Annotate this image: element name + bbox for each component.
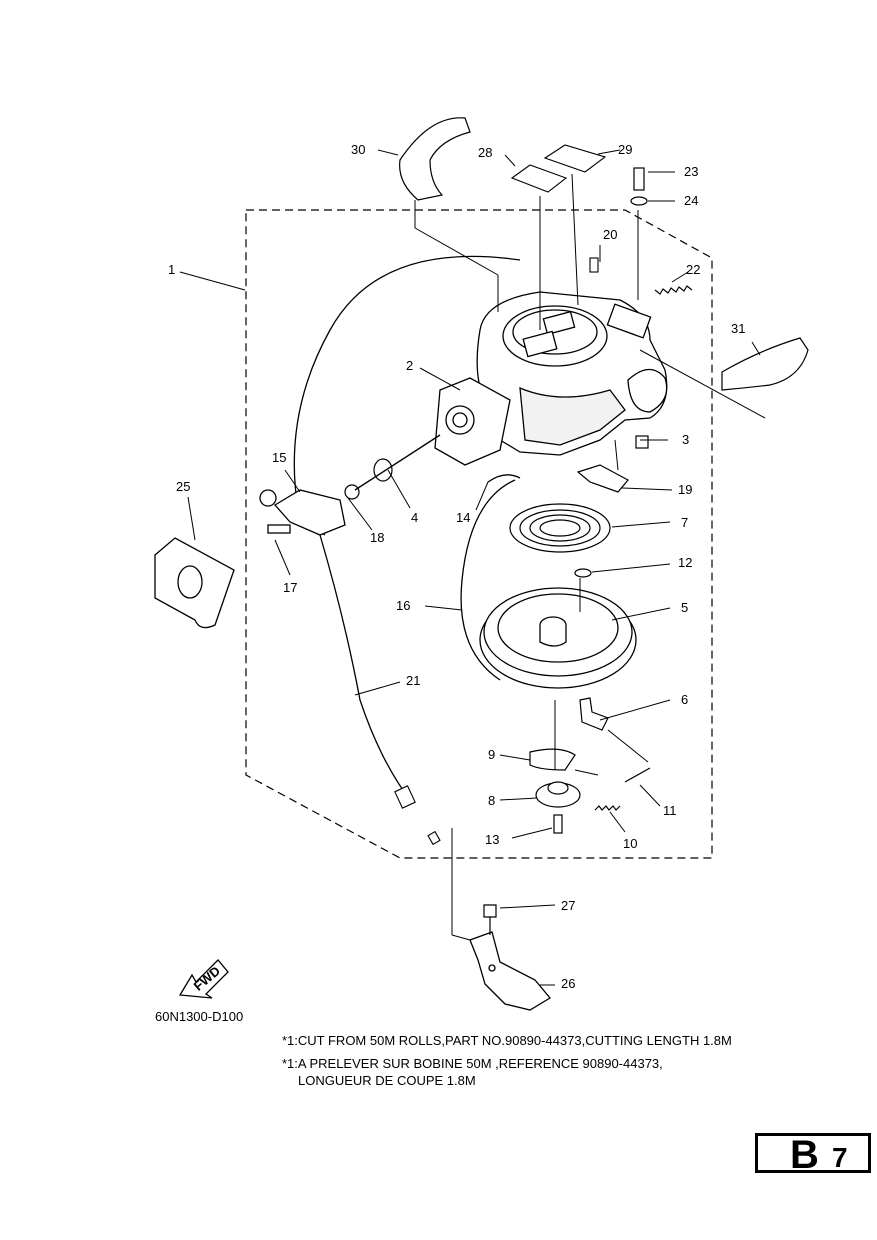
part-15-bracket [259,489,346,536]
callout-12: 12 [678,555,692,570]
assembly-boundary [245,209,713,859]
callout-26: 26 [561,976,575,991]
callout-29: 29 [618,142,632,157]
callout-20: 20 [603,227,617,242]
part-11-pin [624,767,651,783]
part-19-lever [576,464,629,493]
part-7-spring [509,503,611,553]
part-20-pin [589,257,599,273]
callout-28: 28 [478,145,492,160]
part-13-screw [553,814,563,834]
callout-23: 23 [684,164,698,179]
cable-end [427,830,441,846]
part-27-bolt [483,904,497,935]
callout-18: 18 [370,530,384,545]
page-label-box: B 7 [755,1133,871,1177]
callout-5: 5 [681,600,688,615]
callout-2: 2 [406,358,413,373]
callout-7: 7 [681,515,688,530]
callout-27: 27 [561,898,575,913]
note-french-line-1: *1:A PRELEVER SUR BOBINE 50M ,REFERENCE … [282,1056,663,1071]
part-5-pulley [479,587,637,689]
note-english: *1:CUT FROM 50M ROLLS,PART NO.90890-4437… [282,1033,732,1048]
callout-numbers: 1 2 3 4 5 6 7 8 9 10 11 12 13 14 15 16 1… [168,142,745,991]
part-10-spring [594,805,621,811]
callout-22: 22 [686,262,700,277]
callout-16: 16 [396,598,410,613]
part-16-cable-lower [460,479,516,681]
fwd-arrow-icon: FWD [178,959,229,999]
callout-3: 3 [682,432,689,447]
part-25-cover [154,537,235,629]
part-2-plate [434,377,511,466]
drawing-code: 60N1300-D100 [155,1009,244,1024]
part-8-retainer [535,781,581,808]
starter-housing [476,291,668,456]
part-24-washer [630,196,648,206]
part-4-grommet [373,458,393,482]
part-29-sticker [543,144,607,173]
callout-4: 4 [411,510,418,525]
part-21-cable [319,534,411,801]
callout-8: 8 [488,793,495,808]
part-16-cable [293,255,521,536]
part-23-bolt [633,167,645,191]
callout-25: 25 [176,479,190,494]
part-31-sticker [721,337,809,391]
part-3-nut [635,435,649,449]
callout-24: 24 [684,193,698,208]
callout-11: 11 [663,803,677,818]
note-french-line-2: LONGUEUR DE COUPE 1.8M [298,1073,476,1088]
part-22-spring [654,285,693,295]
callout-14: 14 [456,510,470,525]
part-26-bracket [469,931,551,1011]
callout-30: 30 [351,142,365,157]
leader-lines [179,149,766,986]
part-12-clip [574,568,592,578]
part-6-pawl [579,697,609,731]
callout-10: 10 [623,836,637,851]
part-14-joint [487,474,521,483]
cable-fitting [394,785,416,809]
part-9-plate [529,748,576,771]
callout-31: 31 [731,321,745,336]
part-30-sticker [399,117,471,201]
callout-19: 19 [678,482,692,497]
callout-21: 21 [406,673,420,688]
part-18-joint [344,484,360,500]
page-letter: B [790,1133,819,1177]
callout-1: 1 [168,262,175,277]
callout-13: 13 [485,832,499,847]
callout-15: 15 [272,450,286,465]
page-number: 7 [832,1142,848,1173]
part-4-rod [354,434,441,491]
part-28-sticker [510,164,568,193]
callout-17: 17 [283,580,297,595]
callout-6: 6 [681,692,688,707]
callout-9: 9 [488,747,495,762]
